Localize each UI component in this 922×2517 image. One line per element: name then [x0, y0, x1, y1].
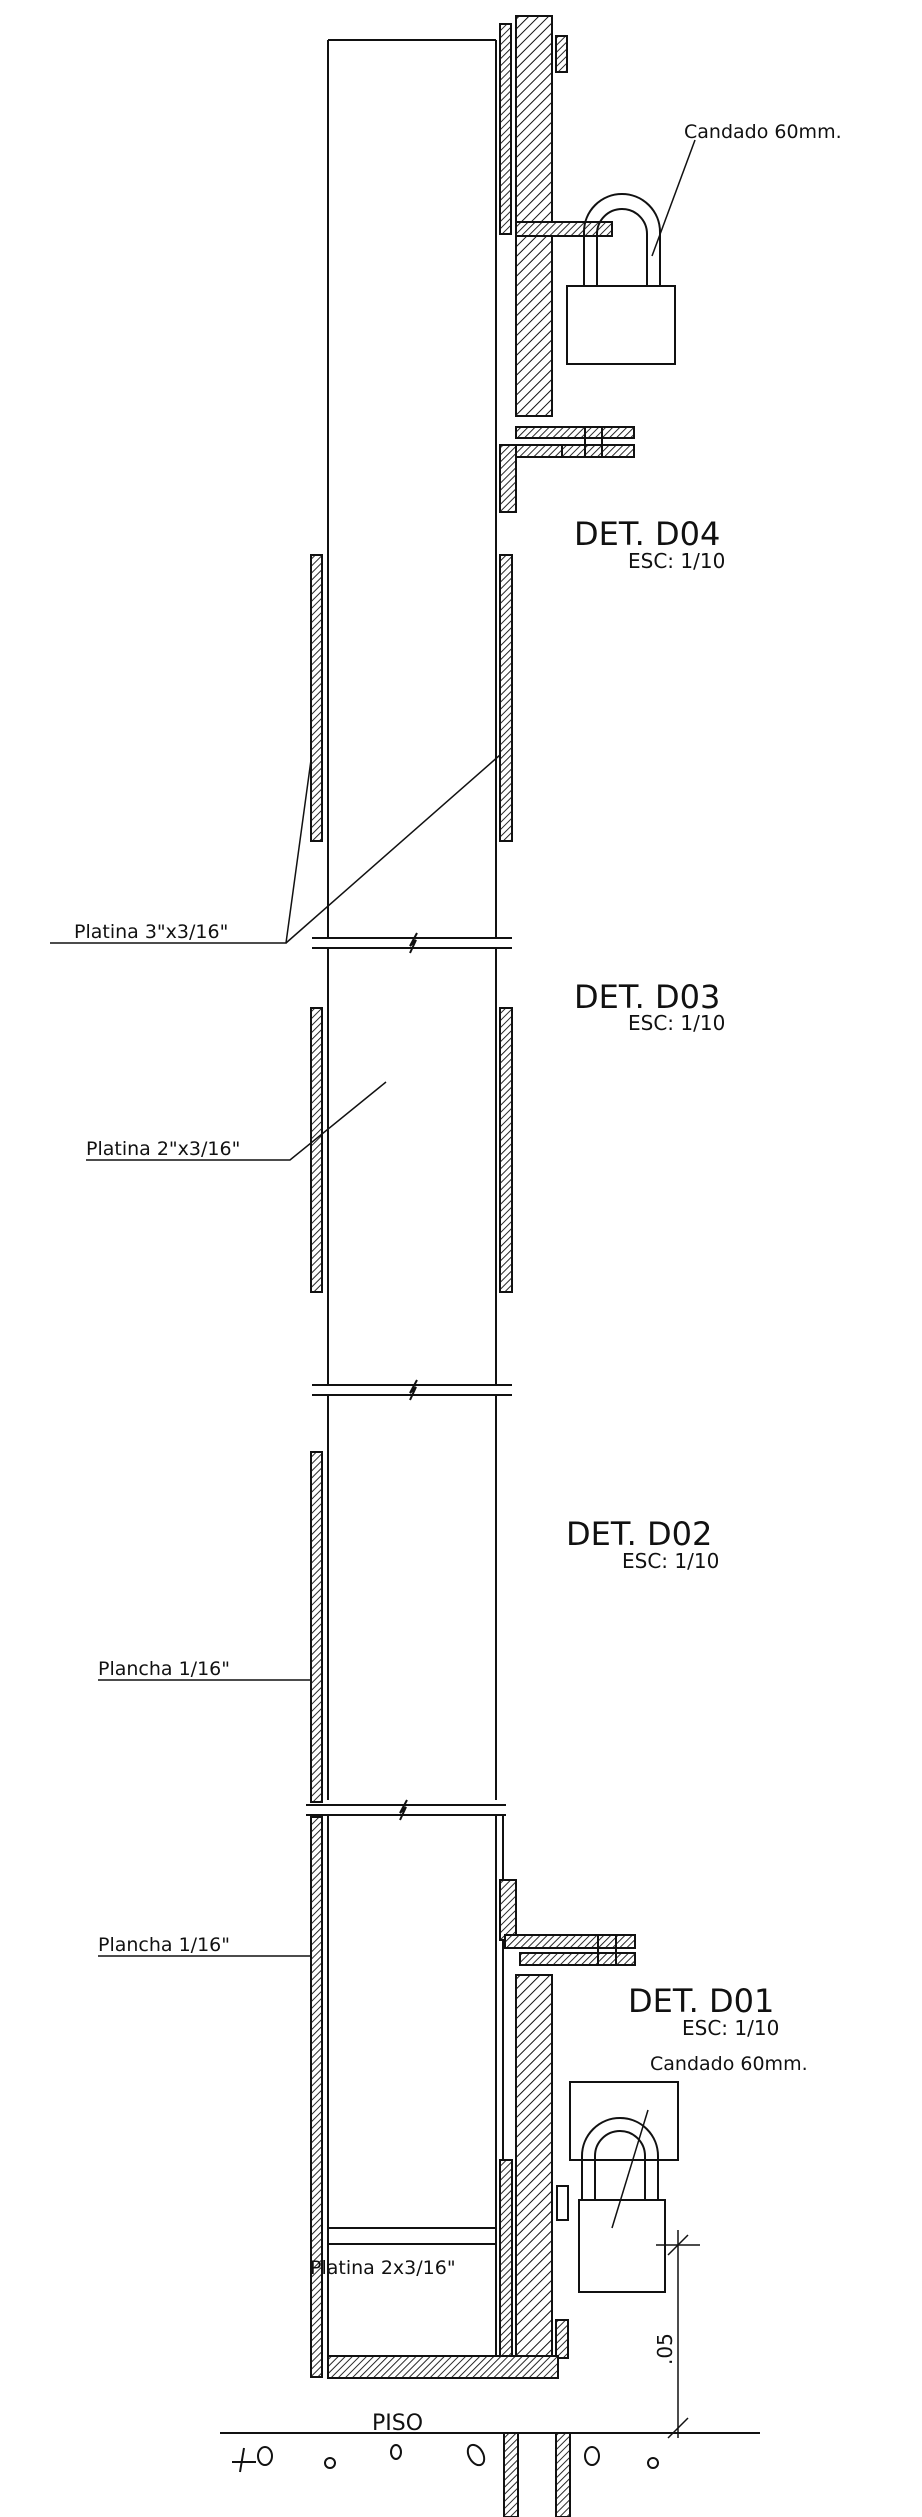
- candado-bottom-label: Candado 60mm.: [650, 2053, 808, 2075]
- floor: [220, 2432, 760, 2517]
- d03-plates: [50, 554, 513, 944]
- det-d01-scale: ESC: 1/10: [682, 2016, 779, 2040]
- platina-2-label: Platina 2"x3/16": [86, 1138, 240, 1160]
- break-line-1: [312, 932, 512, 954]
- det-d02-scale: ESC: 1/10: [622, 1549, 719, 1573]
- piso-label: PISO: [372, 2411, 423, 2436]
- d02-plates: [86, 1007, 513, 1293]
- door-frame: [327, 39, 504, 2378]
- det-d04-scale: ESC: 1/10: [628, 549, 725, 573]
- d04-hardware: [499, 15, 635, 513]
- dimension-05: [656, 2230, 700, 2439]
- platina-2x3-label: Platina 2x3/16": [310, 2257, 456, 2279]
- det-d01-title: DET. D01: [628, 1982, 774, 2020]
- plancha-upper-label: Plancha 1/16": [98, 1658, 230, 1680]
- padlock-bottom: [569, 2081, 679, 2293]
- plancha-lower-label: Plancha 1/16": [98, 1934, 230, 1956]
- det-d02-title: DET. D02: [566, 1515, 712, 1553]
- platina-3-label: Platina 3"x3/16": [74, 921, 228, 943]
- candado-top-label: Candado 60mm.: [684, 121, 842, 143]
- break-line-2: [312, 1379, 512, 1401]
- dimension-label: .05: [653, 2333, 677, 2365]
- det-d03-scale: ESC: 1/10: [628, 1011, 725, 1035]
- padlock-top: [566, 139, 696, 365]
- det-d03-title: DET. D03: [574, 978, 720, 1016]
- d01-hardware: [98, 1816, 636, 2379]
- det-d04-title: DET. D04: [574, 515, 720, 553]
- plancha-upper: [98, 1451, 323, 1803]
- break-line-3: [306, 1799, 506, 1821]
